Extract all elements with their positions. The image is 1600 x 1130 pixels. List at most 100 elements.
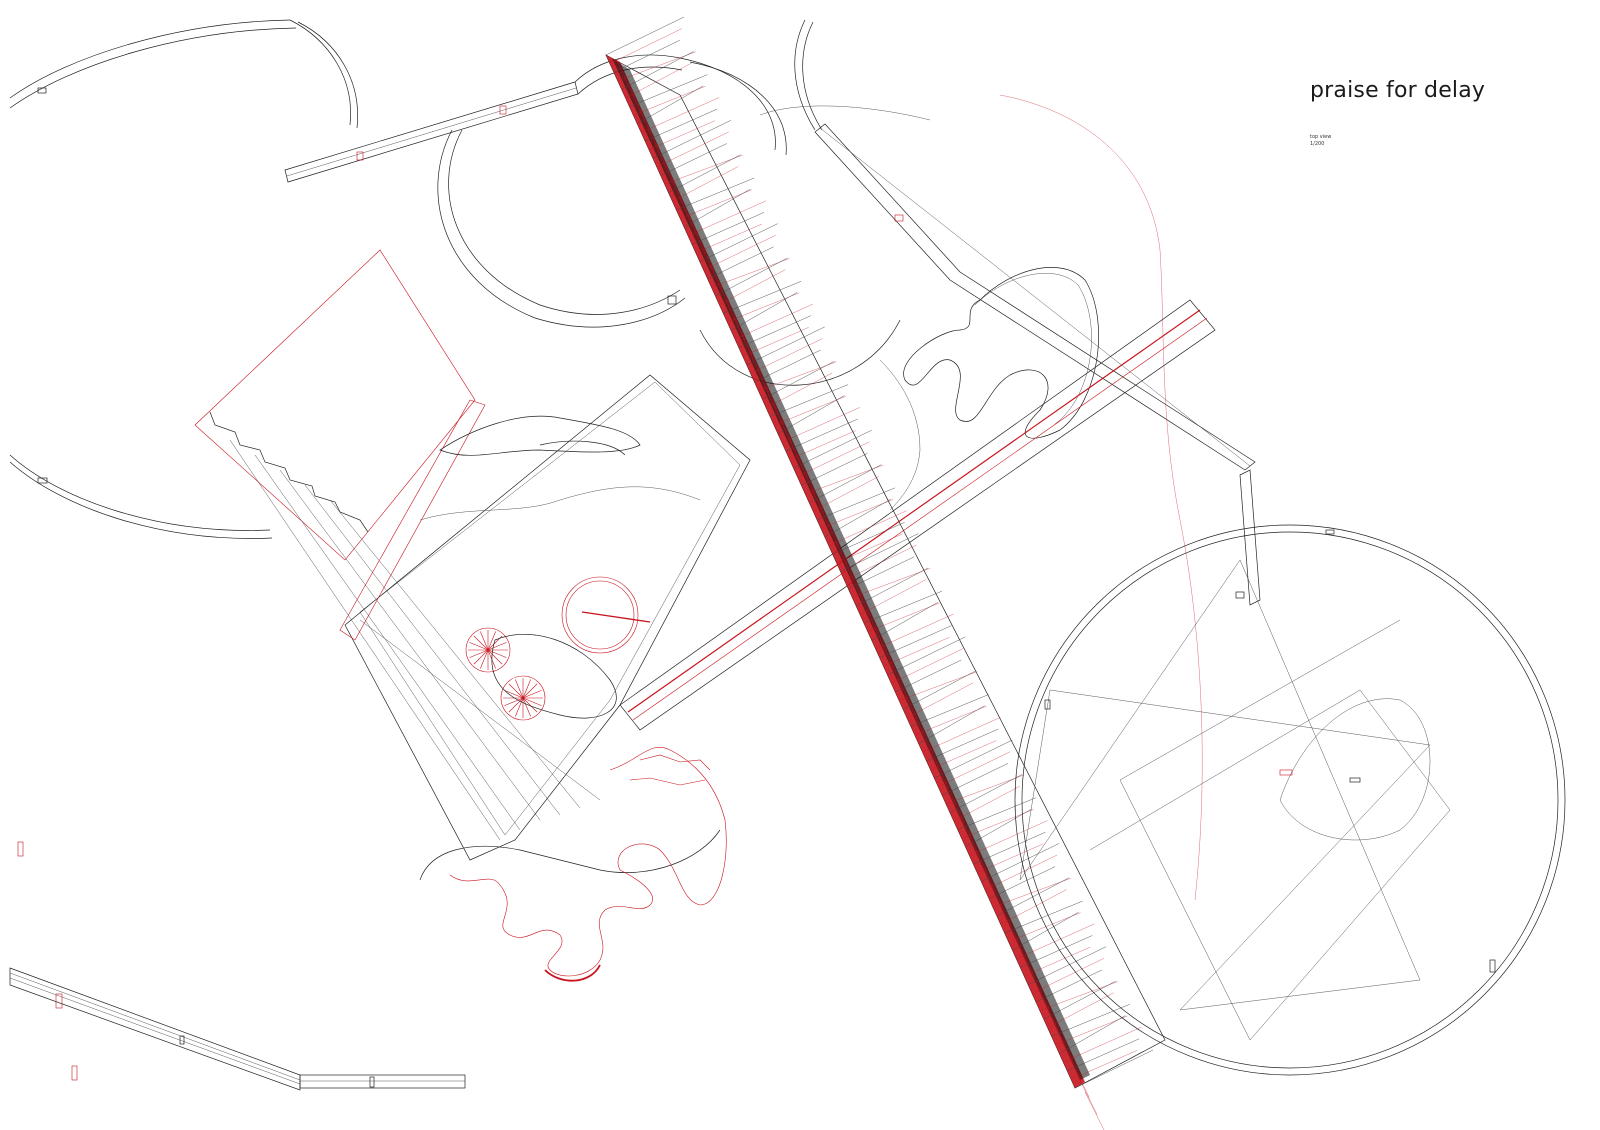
hatch-line (637, 85, 704, 125)
hatch-line (1069, 1057, 1090, 1098)
hatch-line (951, 799, 973, 840)
hatch-line (1039, 981, 1118, 1011)
hatch-line (949, 774, 1023, 813)
hatch-line (848, 556, 915, 589)
hatch-line (717, 282, 738, 323)
hatch-line (998, 902, 1020, 943)
hatch-line (983, 868, 1004, 909)
stair-spoke (487, 631, 496, 651)
hatch-line (730, 292, 798, 331)
hatch-line (687, 200, 767, 236)
hatch-line (605, 16, 685, 56)
stair-spoke (522, 683, 538, 699)
hatch-line (942, 763, 1009, 796)
top-right-arc (699, 19, 931, 386)
stair-spoke (469, 649, 489, 658)
hatch-line (676, 177, 755, 211)
hatch-line (1031, 958, 1105, 994)
red-guide-curve (999, 94, 1203, 901)
hatch-line (762, 361, 835, 400)
hatch-line (928, 747, 949, 788)
hatch-line (934, 739, 1013, 779)
hatch-line (793, 429, 872, 469)
stair-spoke (522, 690, 542, 699)
hatch-line (1047, 992, 1114, 1028)
hatch-line (863, 590, 943, 624)
hatch-line (1051, 1004, 1130, 1037)
hatch-line (693, 231, 715, 272)
hatch-line (631, 93, 652, 134)
hatch-line (1016, 923, 1095, 960)
hatch-line (629, 74, 708, 107)
hatch-line (686, 213, 707, 255)
hatch-line (1067, 1038, 1140, 1071)
hatch-line (936, 764, 957, 805)
main-diagonal-band (605, 16, 1166, 1130)
hatch-line (725, 299, 746, 341)
hatch-line (819, 506, 840, 547)
central-building (194, 249, 751, 881)
hatch-line (957, 797, 1036, 830)
hatch-line (1074, 1049, 1154, 1089)
hatch-line (617, 51, 696, 82)
hatch-line (779, 420, 801, 461)
stair-spoke (504, 690, 524, 699)
stair-spoke (487, 642, 507, 651)
hatch-line (647, 127, 668, 168)
hatch-line (953, 785, 1020, 822)
hatch-line (1071, 1050, 1138, 1080)
hatch-line (905, 695, 926, 737)
scale-label: 1/200 (1310, 141, 1325, 147)
hatch-line (707, 246, 774, 280)
hatch-line (1043, 980, 1116, 1020)
hatch-line (873, 627, 895, 668)
hatch-line (899, 671, 978, 701)
hatch-line (975, 850, 996, 892)
hatch-line (1063, 1026, 1142, 1063)
hatch-line (1053, 1023, 1074, 1064)
hatch-line (826, 523, 848, 564)
hatch-line (926, 728, 999, 762)
hatch-line (988, 866, 1056, 899)
hatch-line (813, 476, 880, 512)
hatch-line (840, 533, 919, 572)
hatch-line (678, 196, 699, 237)
hatch-line (805, 464, 884, 495)
stair-spoke (504, 697, 524, 706)
drawing-subtitle: top view 1/200 (1310, 134, 1331, 148)
hatch-line (1028, 946, 1107, 985)
hatch-line (801, 453, 868, 486)
hatch-line (991, 885, 1012, 926)
hatch-line (1012, 912, 1079, 951)
hatch-line (660, 143, 727, 176)
red-circles (465, 576, 651, 721)
hatch-line (891, 648, 964, 684)
hatch-line (664, 154, 743, 185)
hatch-line (615, 58, 637, 100)
hatch-line (1024, 946, 1091, 977)
stair-spoke (515, 697, 524, 717)
hatch-line (1055, 1015, 1128, 1046)
hatch-line (1045, 1005, 1067, 1047)
hatch-line (773, 395, 847, 426)
hatch-line (641, 97, 720, 133)
stair-spoke (469, 642, 489, 651)
hatch-line (824, 498, 891, 538)
hatch-line (734, 303, 814, 340)
hatch-line (680, 189, 753, 219)
hatch-line (906, 682, 974, 719)
stair-spoke (487, 649, 503, 665)
hatch-line (691, 212, 765, 245)
hatch-line (1004, 900, 1083, 934)
hatch-line (748, 351, 770, 392)
hatch-line (811, 489, 832, 530)
hatch-line (1014, 936, 1035, 978)
hatch-line (750, 338, 823, 374)
hatch-line (701, 248, 723, 289)
hatch-line (969, 820, 1048, 856)
hatch-line (820, 499, 894, 529)
hatch-line (834, 540, 856, 582)
hatch-line (1037, 988, 1059, 1029)
hatch-line (754, 349, 821, 383)
